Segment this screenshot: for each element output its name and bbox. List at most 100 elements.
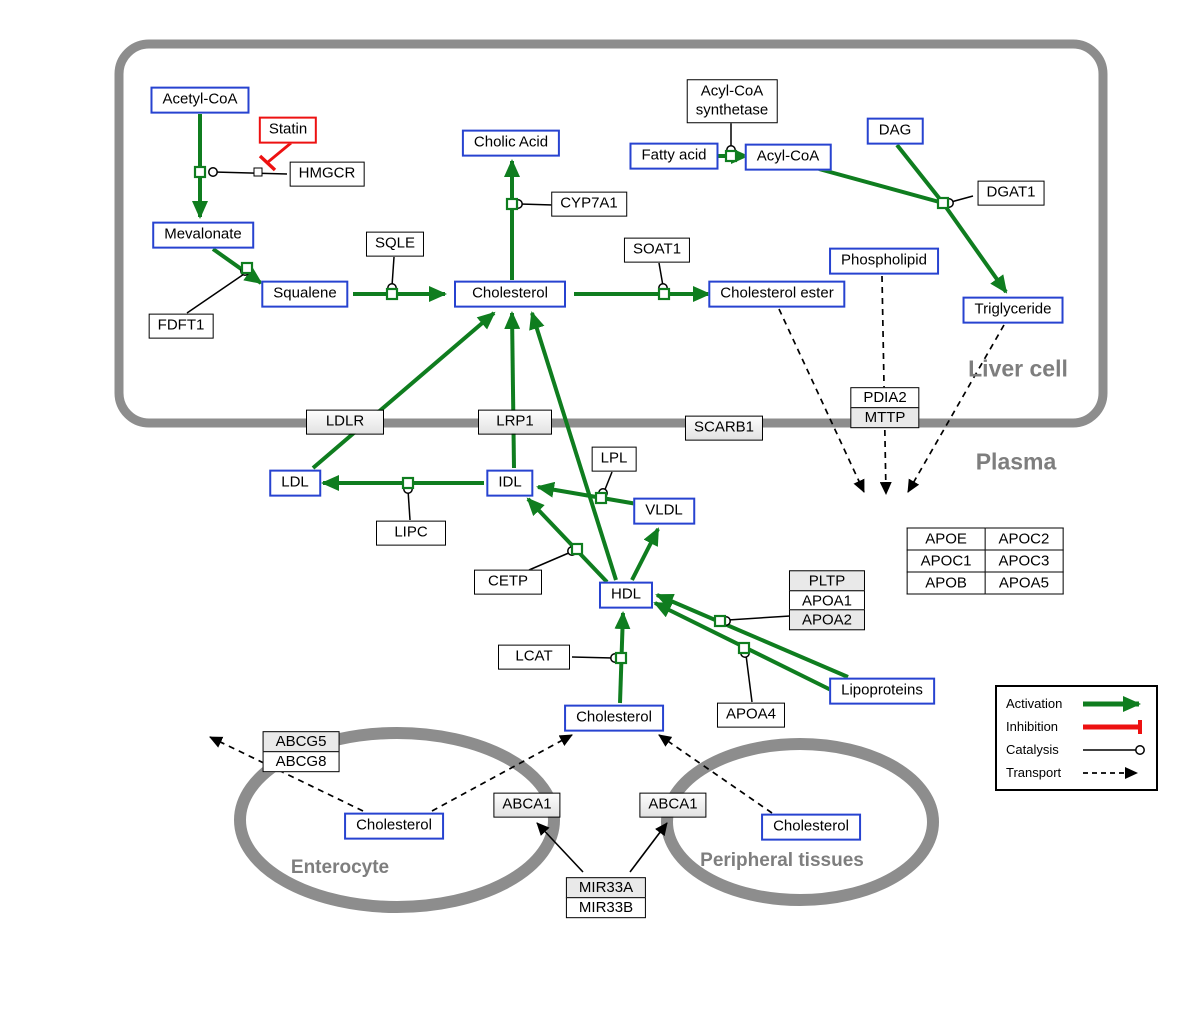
node-cholesterol-enterocyte[interactable]: Cholesterol: [344, 812, 444, 840]
node-cholesterol-ester[interactable]: Cholesterol ester: [708, 280, 846, 308]
apo-cell-apob[interactable]: APOB: [906, 571, 986, 595]
liver-cell-membrane: [114, 39, 1108, 428]
node-lcat[interactable]: LCAT: [498, 644, 570, 670]
node-phospholipid[interactable]: Phospholipid: [829, 247, 939, 275]
node-mevalonate[interactable]: Mevalonate: [152, 221, 254, 249]
legend: Activation Inhibition Catalysis Transpor…: [995, 685, 1158, 791]
node-abca1-peripheral[interactable]: ABCA1: [639, 792, 707, 818]
activation-arrow-icon: [1083, 695, 1141, 712]
catalysis-soat1: [658, 262, 664, 287]
catalysis-cyp7a1: [519, 203, 554, 206]
stack-row-apoa2[interactable]: APOA2: [788, 609, 866, 631]
node-squalene[interactable]: Squalene: [261, 280, 349, 308]
apo-cell-apoc1[interactable]: APOC1: [906, 549, 986, 573]
legend-row-activation: Activation: [997, 692, 1156, 715]
stack-row-mir33b[interactable]: MIR33B: [565, 896, 647, 918]
legend-row-transport: Transport: [997, 761, 1156, 784]
stack-row-apoa1[interactable]: APOA1: [788, 589, 866, 611]
node-statin[interactable]: Statin: [258, 116, 318, 144]
node-fatty-acid[interactable]: Fatty acid: [629, 142, 719, 170]
stack-row-mir33a[interactable]: MIR33A: [565, 877, 647, 898]
apo-cell-apoc2[interactable]: APOC2: [984, 527, 1064, 551]
peripheral-tissues-membrane: [661, 738, 939, 906]
edge-lipoproteins-hdl-upper: [655, 593, 849, 679]
node-triglyceride[interactable]: Triglyceride: [962, 296, 1064, 324]
edge-acylcoa-dgat1: [818, 167, 944, 205]
stack-row-abcg8[interactable]: ABCG8: [262, 750, 340, 772]
stack-row-abcg5[interactable]: ABCG5: [262, 731, 340, 752]
node-abca1-enterocyte[interactable]: ABCA1: [493, 792, 561, 818]
node-acyl-coa-synthetase[interactable]: Acyl-CoA synthetase: [686, 79, 778, 123]
node-cyp7a1[interactable]: CYP7A1: [551, 191, 627, 217]
node-apoa4[interactable]: APOA4: [716, 702, 786, 728]
catalysis-lipc: [407, 489, 411, 521]
transport-peripheral-cholesterol: [658, 734, 773, 814]
catalysis-fdft1: [186, 271, 248, 314]
edge-hdl-vldl: [630, 527, 660, 581]
node-dag[interactable]: DAG: [866, 117, 924, 145]
edge-hdl-cholesterol: [529, 311, 618, 581]
apolipoprotein-table: APOE APOC2 APOC1 APOC3 APOB APOA5: [906, 527, 1064, 595]
apo-cell-apoe[interactable]: APOE: [906, 527, 986, 551]
stack-row-pltp[interactable]: PLTP: [788, 570, 866, 592]
catalysis-edges: [186, 118, 974, 703]
stack-row-mttp[interactable]: MTTP: [850, 406, 920, 428]
plasma-label: Plasma: [975, 448, 1057, 475]
node-hdl[interactable]: HDL: [598, 581, 654, 609]
catalysis-hmgcr: [213, 171, 288, 175]
catalysis-circle-icon: [1083, 744, 1145, 755]
node-sqle[interactable]: SQLE: [365, 231, 425, 257]
transport-edges: [209, 275, 1005, 814]
node-pdia2-mttp[interactable]: PDIA2 MTTP: [850, 387, 920, 428]
node-lpl[interactable]: LPL: [591, 446, 637, 472]
node-ldlr[interactable]: LDLR: [306, 409, 384, 435]
edge-vldl-idl: [536, 481, 638, 506]
node-lipc[interactable]: LIPC: [376, 520, 446, 546]
catalysis-sqle: [391, 256, 395, 287]
edge-dag-dgat1: [895, 143, 945, 205]
edge-ldl-cholesterol-via-ldlr: [311, 311, 496, 470]
mir33-edges: [536, 822, 668, 873]
edge-dgat1-triglyceride: [941, 201, 1008, 294]
node-cetp[interactable]: CETP: [474, 569, 542, 595]
stack-row-pdia2[interactable]: PDIA2: [850, 387, 920, 408]
apo-cell-apoc3[interactable]: APOC3: [984, 549, 1064, 573]
node-cholic-acid[interactable]: Cholic Acid: [461, 129, 561, 157]
apo-cell-apoa5[interactable]: APOA5: [984, 571, 1064, 595]
node-idl[interactable]: IDL: [486, 469, 534, 497]
edge-mir33-abca1-peripheral: [629, 822, 668, 873]
peripheral-tissues-label: Peripheral tissues: [700, 850, 864, 871]
catalysis-lcat: [571, 656, 614, 659]
node-dgat1[interactable]: DGAT1: [977, 180, 1045, 206]
inhibition-tbar-icon: [1083, 719, 1142, 734]
node-soat1[interactable]: SOAT1: [623, 237, 691, 263]
node-pltp-apoa1-apoa2[interactable]: PLTP APOA1 APOA2: [788, 570, 866, 631]
legend-activation-label: Activation: [1006, 696, 1063, 711]
edge-hdl-idl-via-cetp: [526, 497, 609, 584]
transport-cholesterolester: [778, 308, 865, 493]
legend-transport-label: Transport: [1006, 765, 1062, 780]
legend-row-catalysis: Catalysis: [997, 738, 1156, 761]
edge-idl-cholesterol-via-lrp1: [504, 311, 521, 469]
node-acetyl-coa[interactable]: Acetyl-CoA: [150, 86, 250, 114]
node-vldl[interactable]: VLDL: [633, 497, 695, 525]
node-fdft1[interactable]: FDFT1: [148, 313, 214, 339]
node-lrp1[interactable]: LRP1: [478, 409, 552, 435]
node-abcg5-abcg8[interactable]: ABCG5 ABCG8: [262, 731, 340, 772]
reaction-nodes: [193, 149, 950, 665]
node-cholesterol-peripheral[interactable]: Cholesterol: [761, 813, 861, 841]
legend-row-inhibition: Inhibition: [997, 715, 1156, 738]
node-acyl-coa[interactable]: Acyl-CoA: [744, 143, 832, 171]
node-cholesterol-plasma[interactable]: Cholesterol: [564, 704, 664, 732]
legend-catalysis-label: Catalysis: [1006, 742, 1059, 757]
node-mir33a-mir33b[interactable]: MIR33A MIR33B: [565, 877, 647, 918]
node-cholesterol-liver[interactable]: Cholesterol: [454, 280, 566, 308]
node-ldl[interactable]: LDL: [269, 469, 321, 497]
transport-arrow-icon: [1083, 766, 1138, 779]
node-scarb1[interactable]: SCARB1: [684, 415, 764, 441]
node-lipoproteins[interactable]: Lipoproteins: [829, 677, 935, 705]
node-hmgcr[interactable]: HMGCR: [289, 161, 365, 187]
transport-phospholipid: [879, 275, 892, 495]
